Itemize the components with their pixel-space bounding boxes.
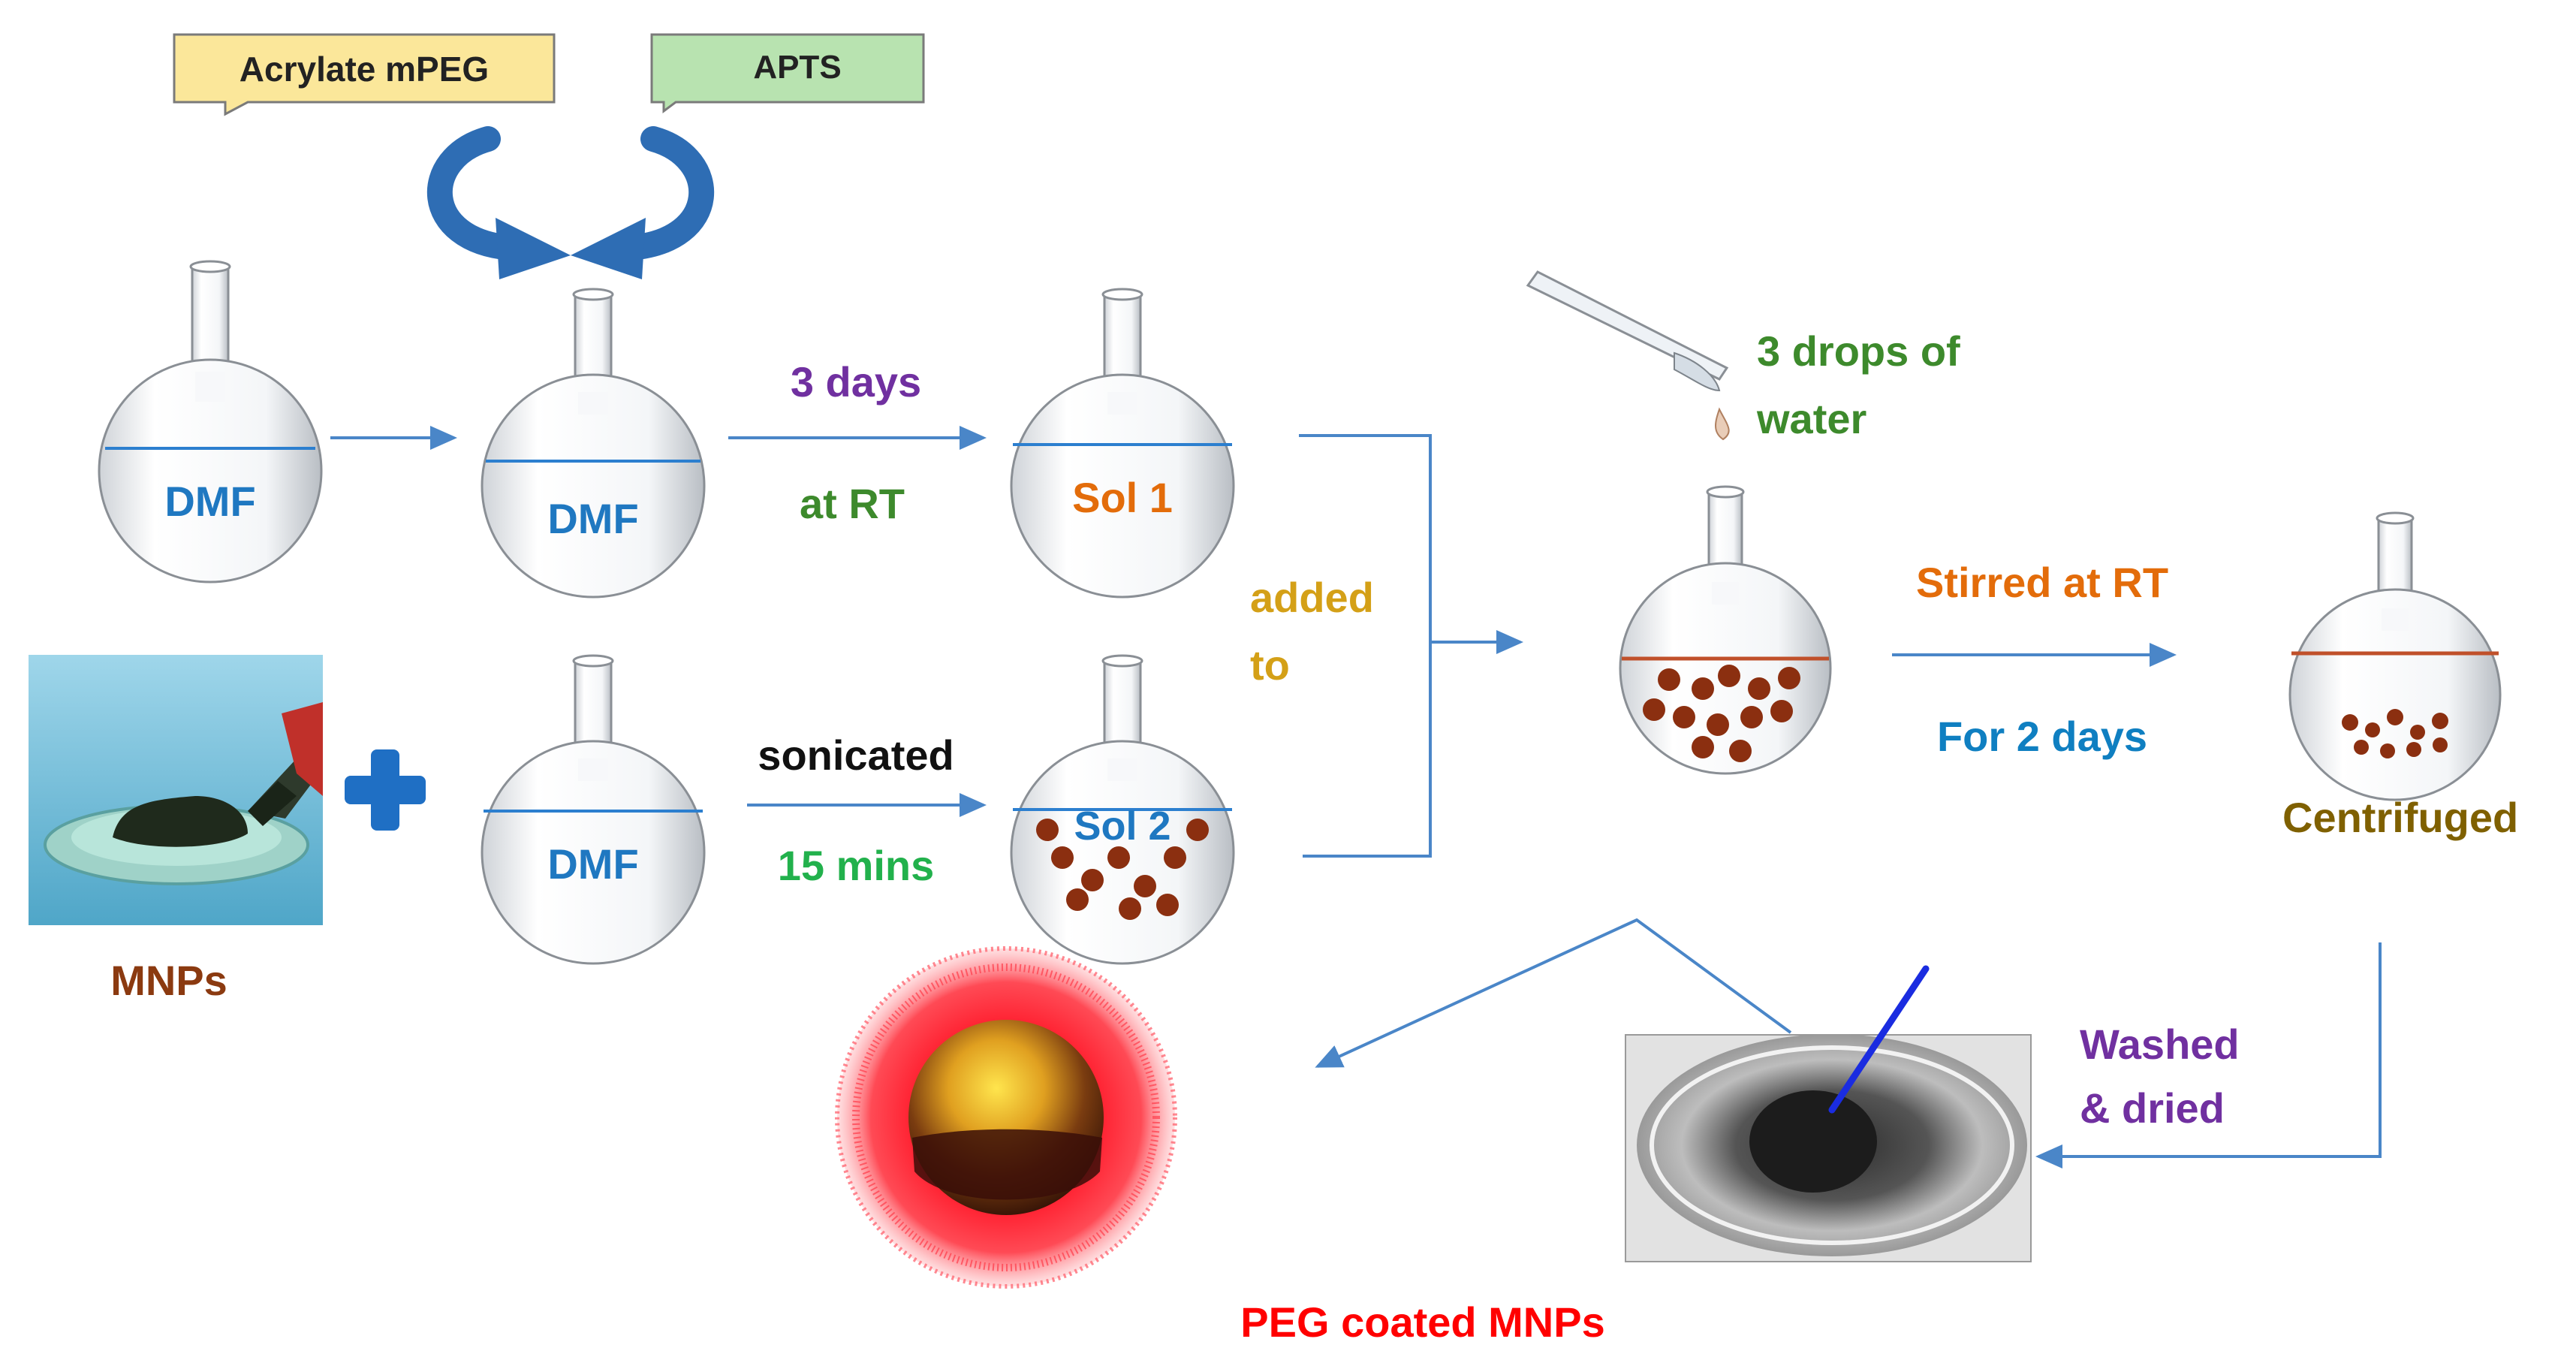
- step-washed: Washed: [2080, 1021, 2240, 1068]
- step-stirred: Stirred at RT: [1916, 559, 2168, 606]
- dmf-label-1: DMF: [164, 478, 255, 525]
- flask-reaction: [1619, 485, 1832, 775]
- reaction-particles: [1643, 665, 1800, 762]
- curved-arrow-left: [426, 126, 571, 279]
- curved-arrow-right: [571, 126, 715, 279]
- sol1-label: Sol 1: [1072, 474, 1173, 521]
- peg-coated-mnp-illustration: [835, 946, 1177, 1289]
- flask-dmf-1: DMF: [98, 260, 323, 583]
- apts-label: APTS: [753, 49, 841, 86]
- mnps-label: MNPs: [110, 957, 227, 1004]
- centrifuged-particles: [2342, 709, 2448, 758]
- flask-sol-2: Sol 2: [1010, 654, 1235, 965]
- acrylate-mpeg-label: Acrylate mPEG: [240, 50, 489, 89]
- sol2-particles: [1036, 819, 1209, 920]
- arrow-wash-to-peg: [1315, 918, 1792, 1068]
- plus-icon: [345, 749, 426, 831]
- step-added: added: [1250, 574, 1374, 621]
- step-sonicated: sonicated: [758, 731, 954, 779]
- mnps-photo: [29, 655, 323, 925]
- reagent-acrylate-mpeg: Acrylate mPEG: [173, 33, 556, 116]
- reagent-apts: APTS: [650, 33, 925, 113]
- flask-centrifuged: [2288, 511, 2502, 801]
- step-centrifuged: Centrifuged: [2282, 794, 2518, 841]
- flask-dmf-2: DMF: [481, 288, 706, 599]
- connector-arrows: [330, 426, 2382, 1168]
- arrow-centrifuge-to-wash: [2035, 942, 2382, 1168]
- flask-dmf-3: DMF: [481, 654, 706, 965]
- step-water: water: [1756, 395, 1866, 442]
- flask-sol-1: Sol 1: [1010, 288, 1235, 599]
- step-to: to: [1250, 641, 1290, 689]
- step-3-days: 3 days: [791, 358, 921, 406]
- step-dried: & dried: [2080, 1084, 2225, 1132]
- step-for-2-days: For 2 days: [1937, 713, 2147, 760]
- dried-mnps-photo: [1625, 965, 2032, 1262]
- step-3-drops: 3 drops of: [1757, 327, 1960, 375]
- step-at-rt: at RT: [800, 480, 905, 527]
- bracket-added-to: [1299, 434, 1432, 858]
- sol2-label: Sol 2: [1074, 804, 1170, 849]
- step-15-mins: 15 mins: [778, 842, 935, 889]
- pipette-icon: [1526, 270, 1730, 441]
- peg-coated-mnps-label: PEG coated MNPs: [1240, 1298, 1604, 1346]
- dmf-label-3: DMF: [547, 840, 638, 888]
- dmf-label-2: DMF: [547, 495, 638, 542]
